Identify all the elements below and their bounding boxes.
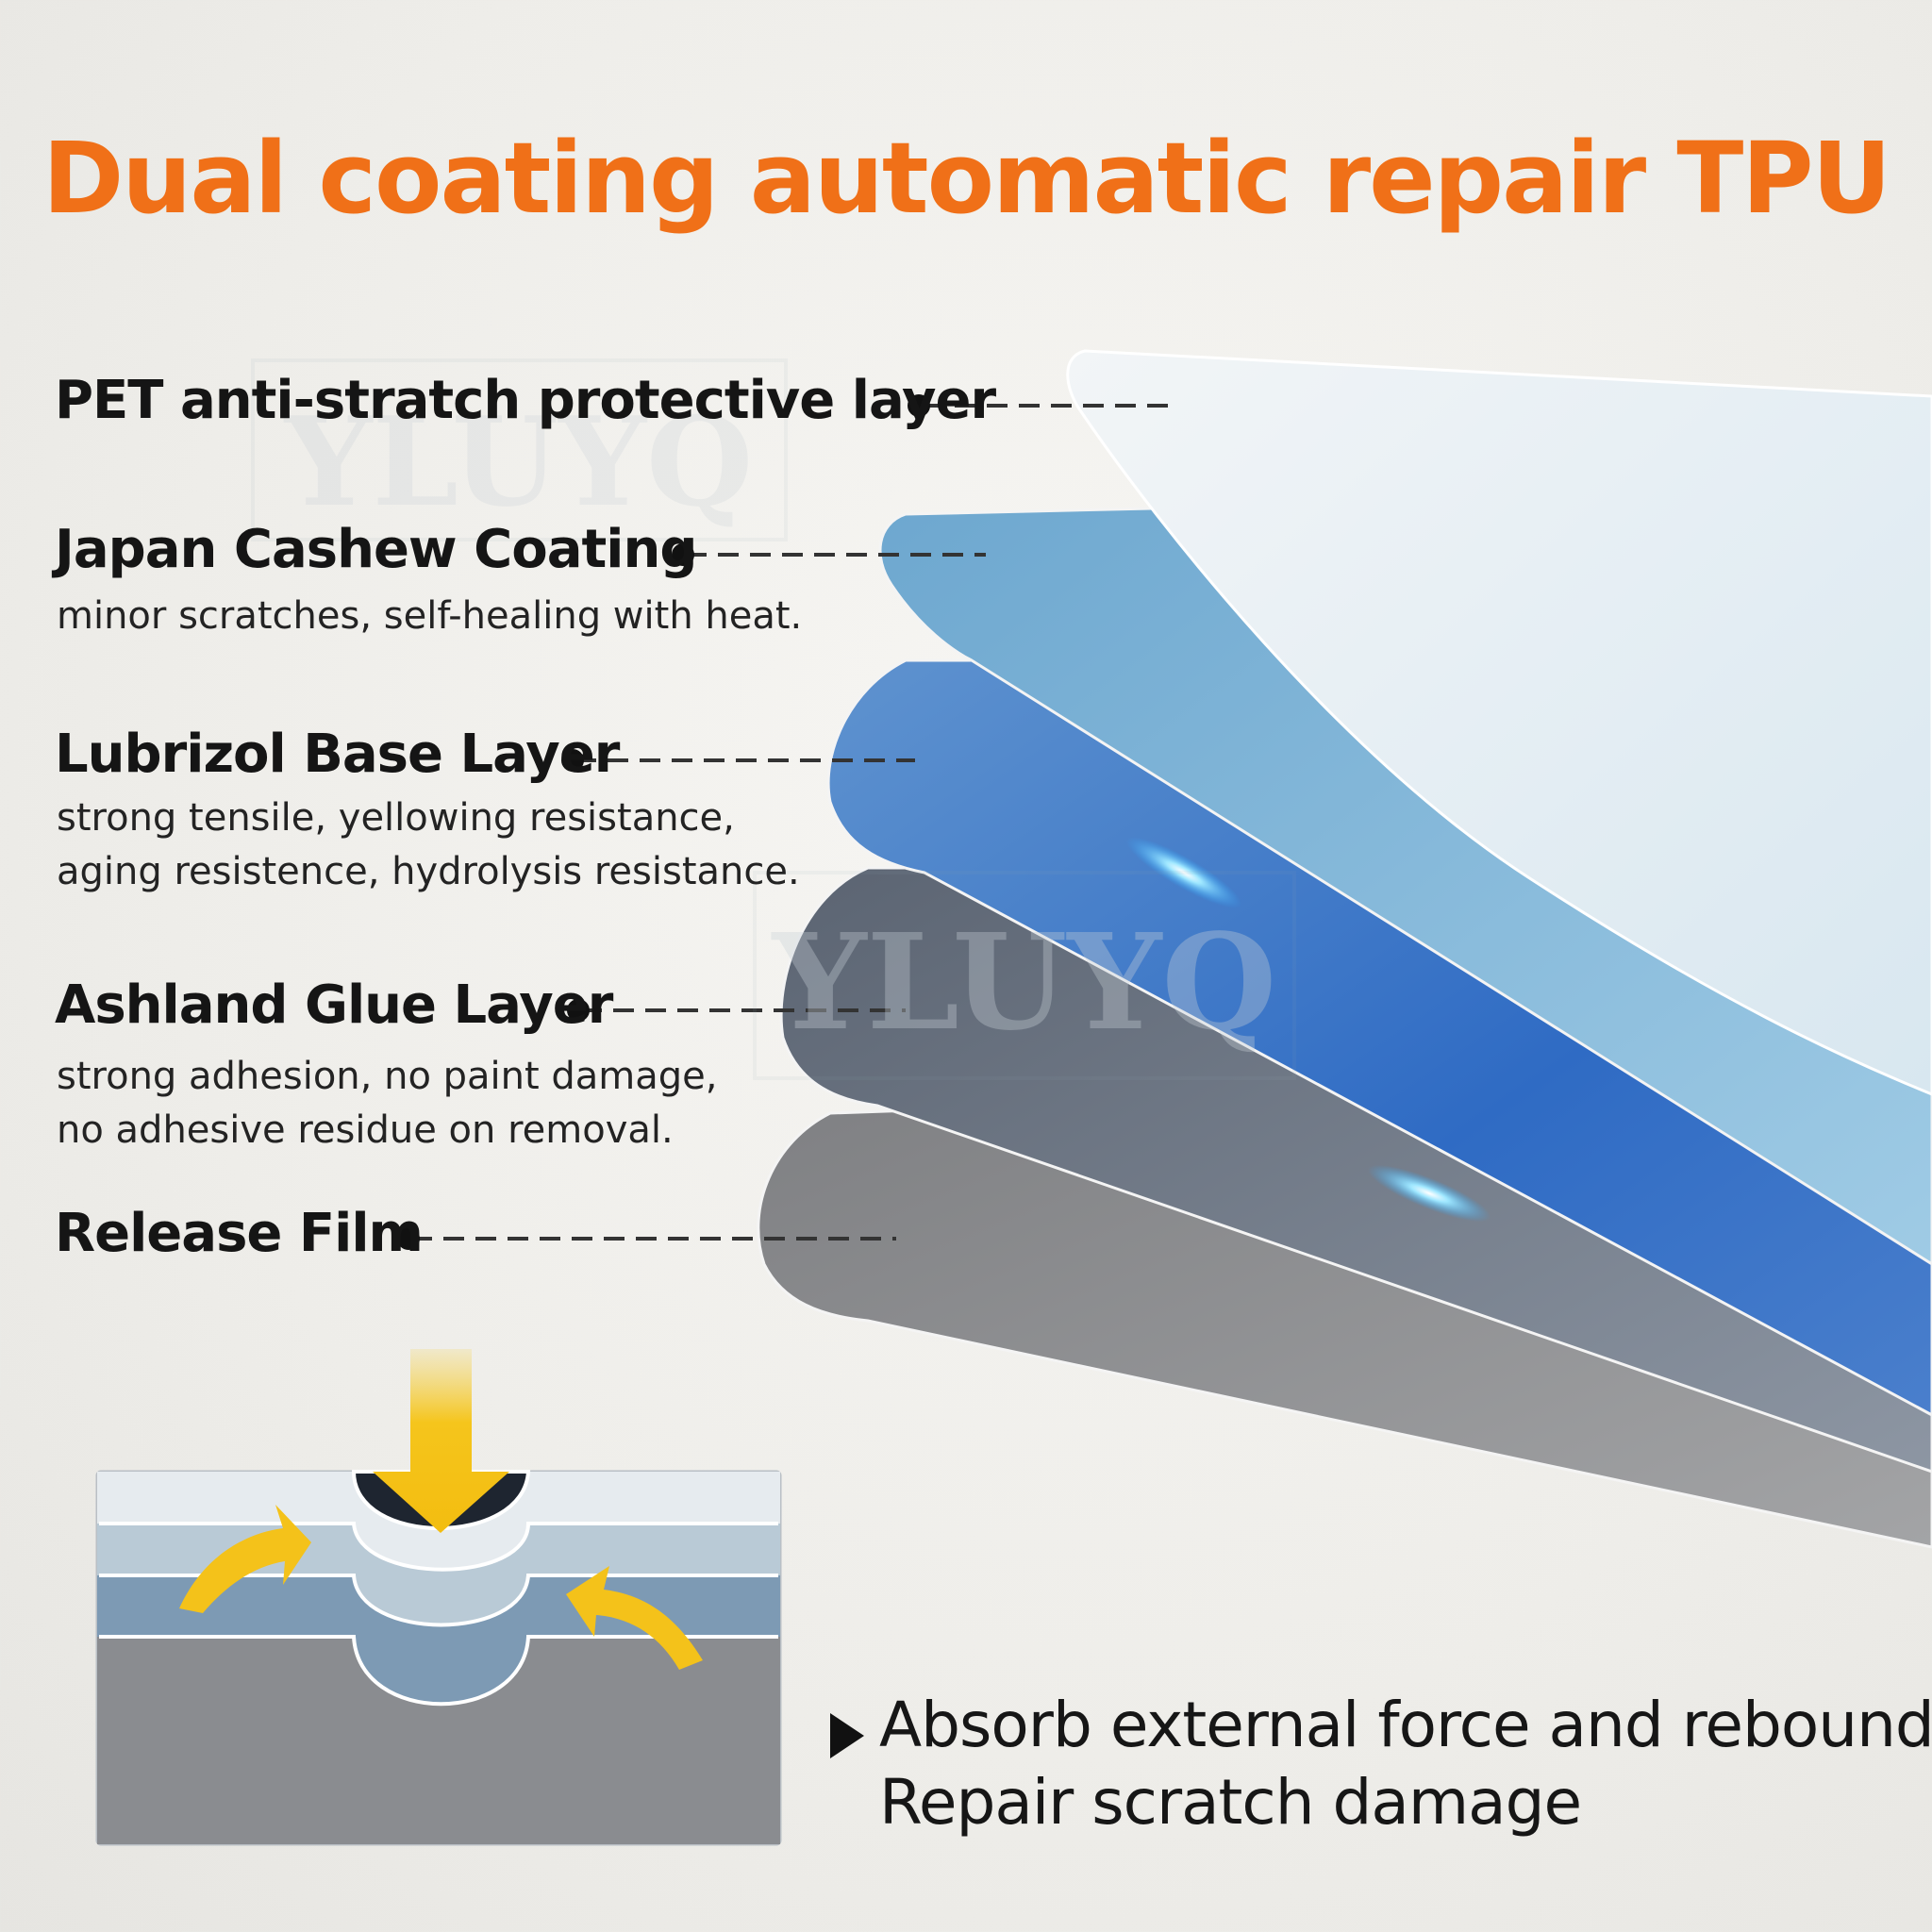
layer-label-base: Lubrizol Base Layer <box>55 724 620 785</box>
layer-label-pet: PET anti-stratch protective layer <box>55 370 996 431</box>
watermark-text-1: YLUYQ <box>283 390 754 534</box>
play-triangle-icon <box>830 1713 864 1758</box>
repair-diagram <box>95 1349 782 1846</box>
glow-highlight-2 <box>1367 1164 1491 1223</box>
layer-label-glue: Ashland Glue Layer <box>55 974 613 1036</box>
layer-desc-cashew-1: minor scratches, self-healing with heat. <box>57 594 803 638</box>
layer-desc-base-1: strong tensile, yellowing resistance, <box>57 796 735 840</box>
watermark-text-2: YLUYQ <box>771 906 1277 1060</box>
watermark <box>251 358 1296 1080</box>
layer-desc-glue-2: no adhesive residue on removal. <box>57 1108 674 1152</box>
layer-desc-glue-1: strong adhesion, no paint damage, <box>57 1055 718 1098</box>
glow-highlight-1 <box>1125 837 1242 908</box>
left-curved-arrow-icon <box>179 1505 311 1613</box>
leader-dots <box>397 394 930 1250</box>
leader-lines <box>411 404 1170 1241</box>
feature-line-2: Repair scratch damage <box>879 1766 1582 1839</box>
right-curved-arrow-icon <box>566 1566 703 1670</box>
pet-layer-sheet <box>1066 349 1932 1096</box>
layer-label-cashew: Japan Cashew Coating <box>55 519 697 580</box>
feature-line-1: Absorb external force and rebound <box>879 1689 1932 1761</box>
layer-label-release: Release Film <box>55 1203 424 1264</box>
page-title: Dual coating automatic repair TPU <box>42 121 1891 236</box>
down-arrow-icon <box>373 1349 509 1533</box>
layer-desc-base-2: aging resistence, hydrolysis resistance. <box>57 850 800 893</box>
